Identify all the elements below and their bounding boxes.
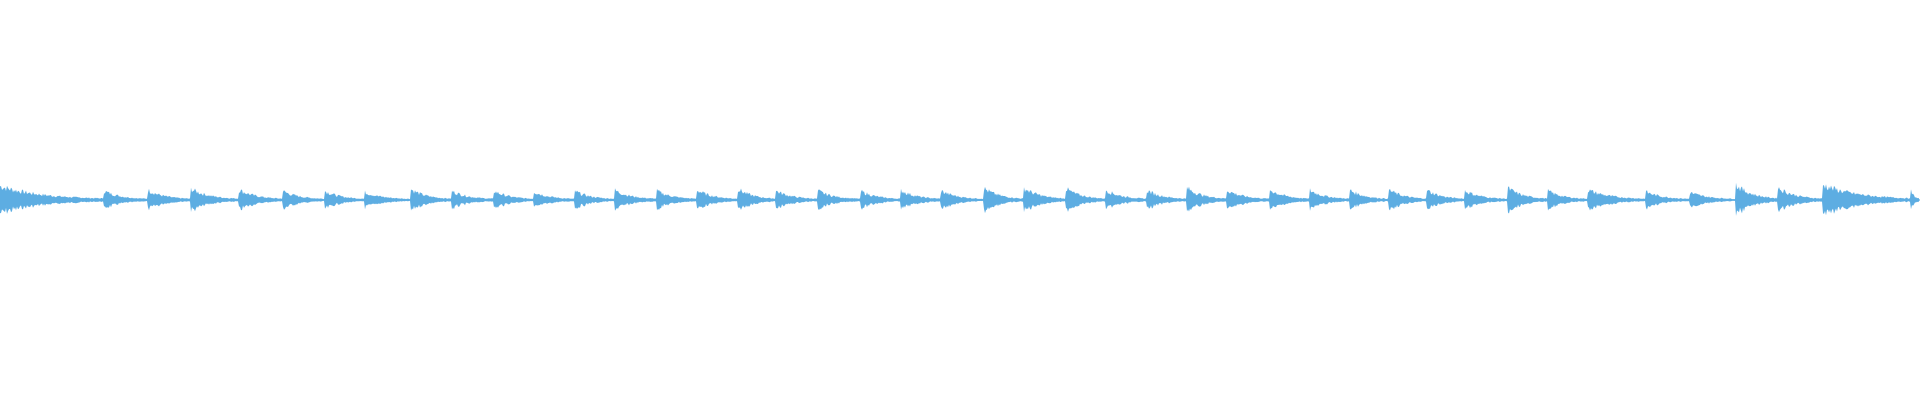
waveform-signal: [0, 182, 1919, 216]
